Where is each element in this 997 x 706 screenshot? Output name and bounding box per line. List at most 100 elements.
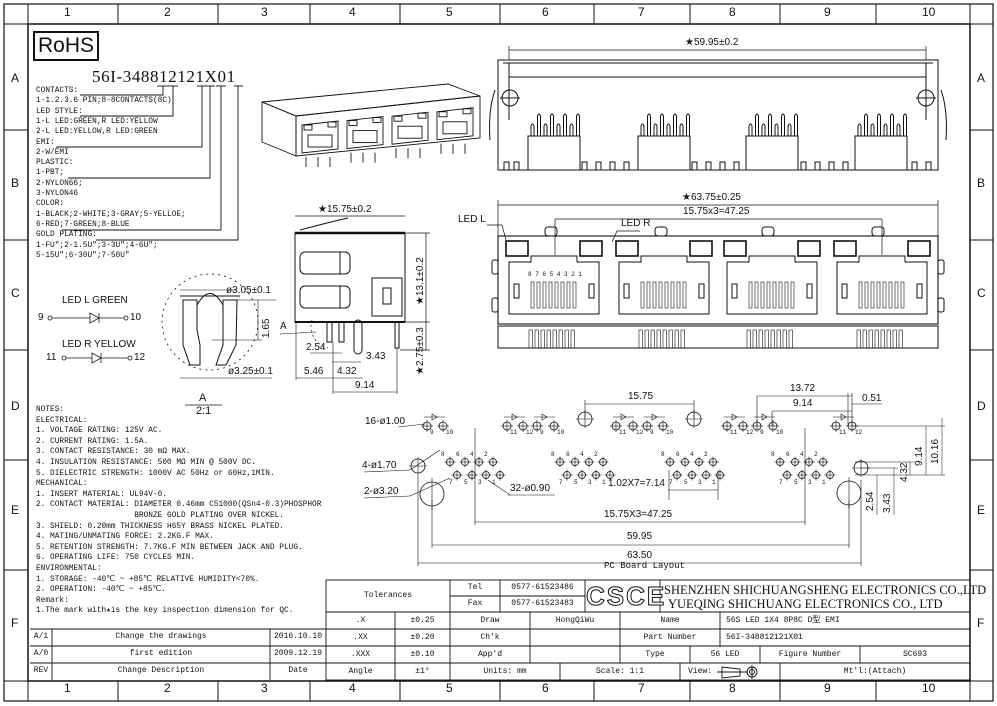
pcb-signal-holes: 32-ø0.90: [510, 483, 551, 494]
front-pin: [534, 329, 539, 349]
top-width-dim: ★59.95±0.2: [685, 37, 739, 48]
front-pin: [746, 329, 751, 349]
signal-pin-number: 6: [456, 451, 460, 458]
top-view: [489, 46, 947, 171]
contact: [560, 281, 565, 309]
signal-pin-number: 4: [800, 451, 804, 458]
note-line: 5. DIELECTRIC STRENGTH: 1000V AC 50Hz or…: [36, 469, 275, 478]
grid-col-label-bottom: 4: [349, 681, 356, 695]
note-line: 3. SHIELD: 0.20mm THICKNESS H65Y BRASS N…: [36, 522, 284, 531]
iso-led: [462, 108, 472, 115]
top-pin: [883, 123, 888, 136]
front-pin: [674, 329, 679, 349]
top-small-pin: [503, 161, 510, 171]
signal-pin-number: 3: [478, 479, 482, 486]
side-pin-dim: ★2.75±0.3: [415, 327, 426, 375]
rev-a1-date: 2016.10.10: [273, 632, 322, 641]
front-pin: [552, 329, 557, 349]
note-line: 2. OPERATION: -40℃ ~ +85℃.: [36, 586, 166, 595]
side-boss: [491, 297, 499, 313]
rj45-port: [618, 255, 710, 315]
led-l-pin-a: 9: [38, 312, 44, 323]
iso-port: [391, 111, 429, 145]
legend-line: 5-15U";6-30U";7-50U": [36, 251, 130, 260]
led-pin-number: 11: [839, 429, 847, 436]
top-pin: [679, 123, 684, 136]
grid-col-label-bottom: 1: [64, 681, 71, 695]
grid-row-label-left: B: [11, 176, 20, 190]
contact: [646, 281, 651, 309]
led-window: [579, 240, 603, 257]
top-pin: [870, 123, 875, 136]
units: Units: mm: [483, 667, 527, 676]
top-pin: [794, 113, 798, 136]
led-l-label: LED L GREEN: [62, 295, 128, 306]
signal-pin-number: 5: [684, 479, 688, 486]
contact: [682, 281, 687, 309]
signal-pin-number: 2: [484, 451, 488, 458]
led-pin-number: 11: [730, 429, 738, 436]
contact: [754, 281, 759, 309]
pcb-mount-small: 4-ø1.70: [362, 460, 397, 471]
iso-port: [301, 120, 339, 154]
type-value: 56 LED: [710, 650, 740, 659]
side-width-dim: ★15.75±0.2: [318, 204, 372, 215]
scale: Scale: 1:1: [595, 667, 644, 676]
detail-dia-top: ø3.05±0.1: [226, 285, 271, 296]
side-dim-546: 5.46: [304, 366, 324, 377]
contact: [876, 281, 881, 309]
note-line: 6. OPERATING LIFE: 750 CYCLES MIN.: [36, 554, 196, 563]
grid-col-label-bottom: 8: [729, 681, 736, 695]
signal-pin-number: 8: [771, 451, 775, 458]
front-pin: [638, 329, 643, 349]
grid-col-label-top: 8: [729, 5, 736, 19]
front-pin: [892, 329, 897, 349]
signal-pin-number: 4: [580, 451, 584, 458]
top-pin: [666, 123, 671, 136]
signal-pin-number: 5: [794, 479, 798, 486]
note-line: 1. VOLTAGE RATING: 125V AC.: [36, 427, 163, 436]
contact: [652, 281, 657, 309]
legend-line: CONTACTS:: [36, 87, 79, 95]
top-pin: [569, 123, 574, 136]
top-pin-block: [527, 135, 581, 171]
contact: [760, 281, 765, 309]
front-pin: [868, 329, 873, 349]
legend-line: GOLD PLATING:: [36, 231, 97, 240]
rev-a1: A/1: [33, 632, 49, 641]
front-pin: [898, 329, 903, 349]
led-pin-number: 9: [430, 429, 434, 436]
signal-pin-number: 7: [449, 479, 453, 486]
pcb-dim-914: 9.14: [793, 398, 813, 409]
contact: [766, 281, 771, 309]
led-l-callout: LED L: [458, 214, 486, 225]
port-latch: [806, 283, 813, 299]
front-pin: [874, 329, 879, 349]
grid-row-label-right: D: [977, 399, 986, 413]
tol-x-val: ±0.25: [410, 616, 435, 625]
grid-col-label-top: 2: [164, 5, 171, 19]
top-pin: [774, 123, 779, 136]
tol-xxx-val: ±0.10: [410, 650, 435, 659]
iso-led: [303, 124, 313, 131]
signal-pin-number: 7: [559, 479, 563, 486]
signal-pin-number: 2: [594, 451, 598, 458]
top-small-pin: [925, 161, 932, 171]
rev-header: REV: [33, 666, 49, 675]
contact: [548, 281, 553, 309]
contact: [658, 281, 663, 309]
contact: [542, 281, 547, 309]
note-line: 1.The mark with★is the key inspection di…: [36, 607, 294, 616]
grid-row-label-left: E: [11, 503, 20, 517]
front-pin: [770, 329, 775, 349]
contact: [530, 281, 535, 309]
front-pin: [680, 329, 685, 349]
contact: [882, 281, 887, 309]
grid-col-label-bottom: 9: [824, 681, 831, 695]
top-pin: [686, 113, 690, 136]
front-pin: [668, 329, 673, 349]
top-small-pin: [842, 161, 849, 171]
top-small-pin: [609, 161, 616, 171]
note-line: Remark:: [36, 596, 69, 605]
top-pin: [864, 113, 868, 136]
